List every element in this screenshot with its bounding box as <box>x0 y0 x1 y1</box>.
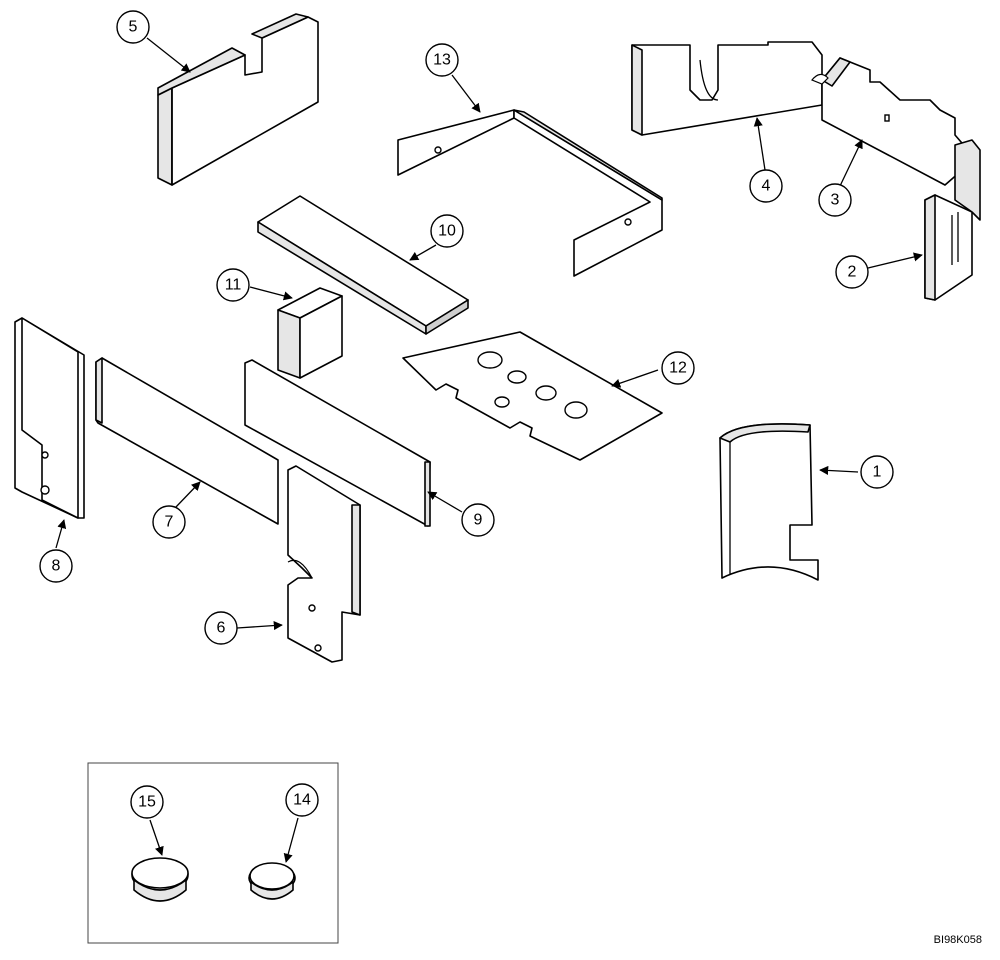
part-4-foam-block <box>631 41 823 136</box>
svg-text:9: 9 <box>474 512 483 529</box>
callout-10: 10 <box>430 214 464 248</box>
callout-2: 2 <box>835 255 869 289</box>
callout-9: 9 <box>461 503 495 537</box>
part-11-cube <box>277 287 343 379</box>
callout-6: 6 <box>204 611 238 645</box>
svg-text:6: 6 <box>217 620 226 637</box>
svg-text:7: 7 <box>165 514 174 531</box>
svg-text:5: 5 <box>129 19 138 36</box>
svg-text:15: 15 <box>138 794 156 811</box>
callout-14: 14 <box>285 783 319 817</box>
callout-11: 11 <box>216 268 250 302</box>
part-5-insulation-pad <box>157 13 319 186</box>
svg-text:14: 14 <box>293 792 311 809</box>
part-15-plug <box>131 857 189 902</box>
part-12-perforated-plate <box>402 331 663 461</box>
svg-text:8: 8 <box>52 558 61 575</box>
callout-8: 8 <box>39 549 73 583</box>
svg-text:3: 3 <box>831 192 840 209</box>
part-3-foam-block <box>811 57 969 186</box>
inset-plugs-box <box>87 762 339 944</box>
figure-code: BI98K058 <box>933 934 982 946</box>
callout-12: 12 <box>661 351 695 385</box>
callout-3: 3 <box>818 183 852 217</box>
callout-7: 7 <box>152 505 186 539</box>
svg-text:4: 4 <box>762 178 771 195</box>
callout-15: 15 <box>130 785 164 819</box>
part-7-strip <box>95 357 279 525</box>
part-14-plug <box>248 862 296 900</box>
part-6-notched-panel <box>287 465 361 663</box>
part-8-panel <box>14 317 85 519</box>
svg-text:12: 12 <box>669 360 687 377</box>
svg-text:13: 13 <box>433 52 451 69</box>
svg-text:1: 1 <box>873 464 882 481</box>
callout-4: 4 <box>749 169 783 203</box>
part-2-slotted-block <box>924 139 981 301</box>
part-10-flat-block <box>257 195 469 335</box>
svg-text:2: 2 <box>848 264 857 281</box>
leader-lines <box>55 37 923 863</box>
svg-text:11: 11 <box>225 277 242 294</box>
callout-1: 1 <box>860 455 894 489</box>
callout-13: 13 <box>425 43 459 77</box>
part-1-curved-sleeve <box>719 423 819 581</box>
svg-text:10: 10 <box>438 223 456 240</box>
callout-5: 5 <box>116 10 150 44</box>
part-13-bracket <box>397 109 663 277</box>
